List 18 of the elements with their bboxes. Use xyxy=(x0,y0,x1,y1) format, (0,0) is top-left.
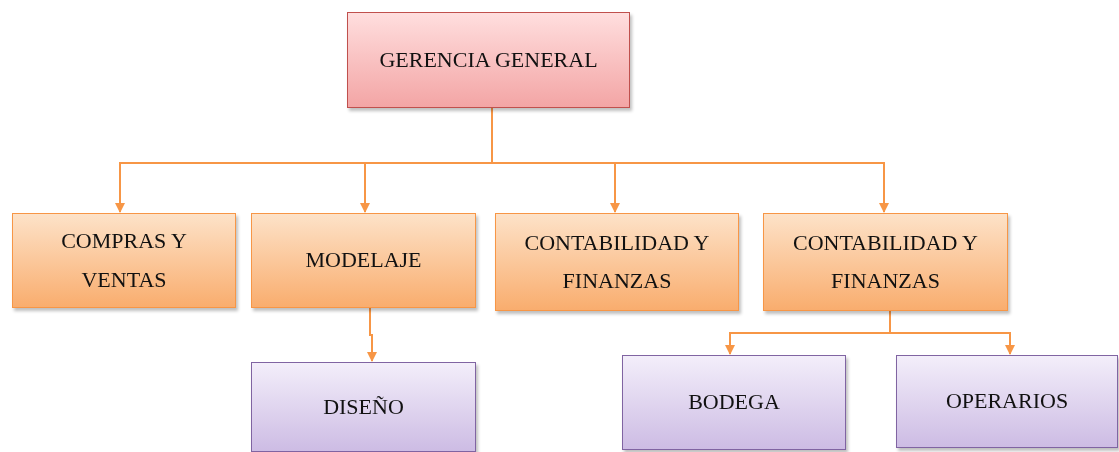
department-box xyxy=(251,213,476,308)
box-label: OPERARIOS xyxy=(945,387,1069,416)
department-box xyxy=(763,213,1008,311)
unit-box xyxy=(622,355,846,450)
unit-box xyxy=(896,355,1118,448)
box-label: DISEÑO xyxy=(323,392,404,421)
connector-arrow xyxy=(889,310,1015,355)
title-box xyxy=(347,12,630,108)
box-label: CONTABILIDAD Y FINANZAS xyxy=(523,228,711,295)
department-box xyxy=(12,213,236,308)
box-label: COMPRAS Y VENTAS xyxy=(60,227,188,294)
box-label: BODEGA xyxy=(688,388,780,417)
box-label: CONTABILIDAD Y FINANZAS xyxy=(792,228,979,295)
connector-arrow xyxy=(367,307,377,362)
box-label: GERENCIA GENERAL xyxy=(379,45,598,74)
department-box xyxy=(495,213,739,311)
unit-box xyxy=(251,362,476,452)
box-label: MODELAJE xyxy=(305,246,422,275)
